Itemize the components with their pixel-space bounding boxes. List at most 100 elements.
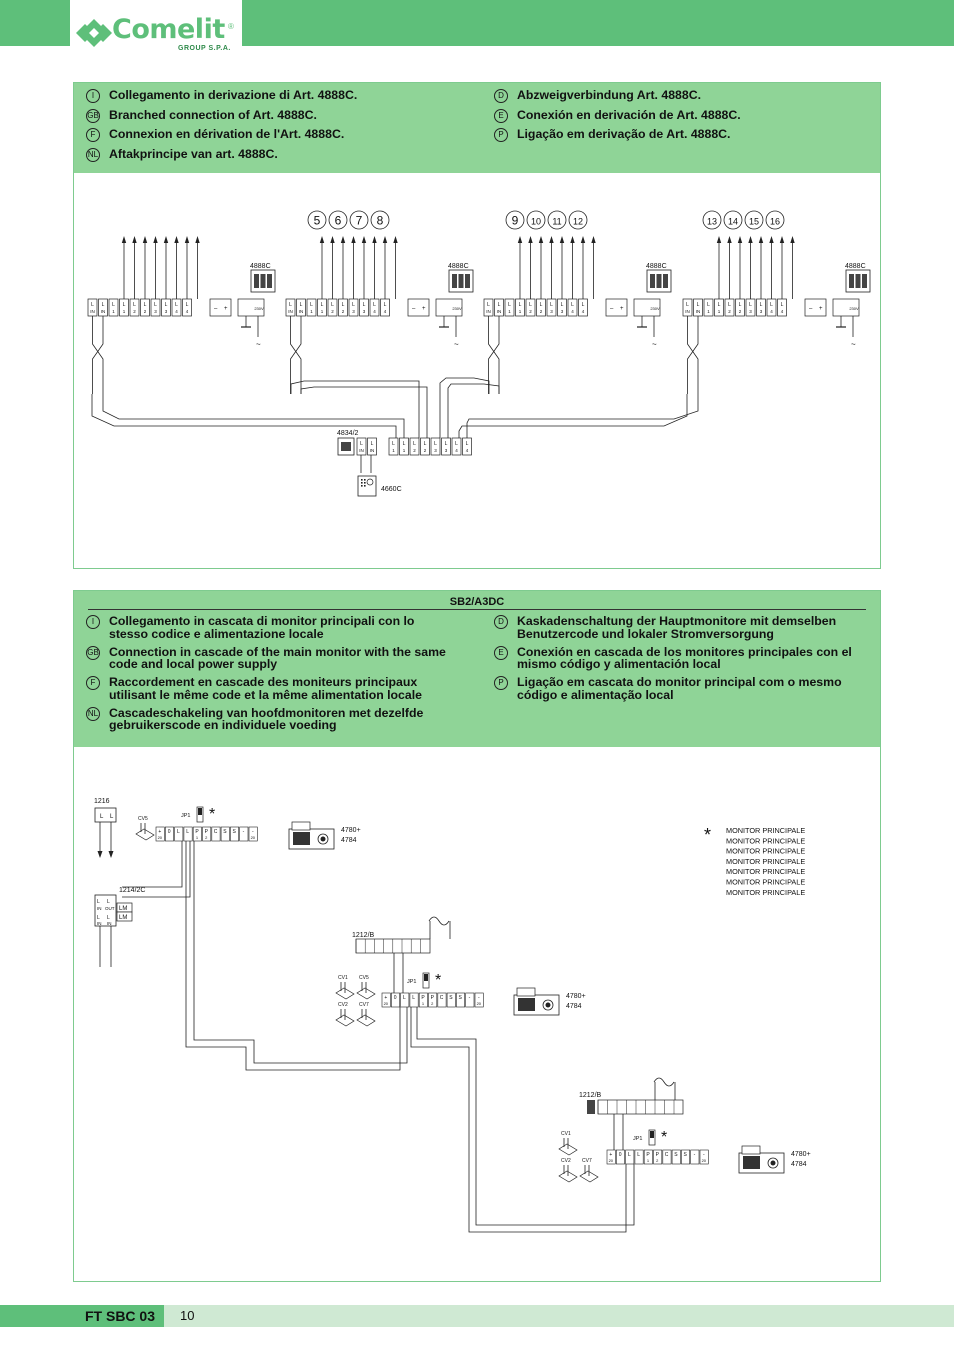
term-label: L [107, 915, 110, 921]
unit3-terminal-cell [615, 1149, 625, 1165]
device-1212-connector [587, 1100, 595, 1114]
language-badge: F [86, 676, 100, 690]
terminal-bottom-label: IN [696, 309, 701, 314]
group-number: 11 [552, 217, 561, 227]
terminal-bottom-label: 1 [707, 309, 710, 314]
unit1-terminal-cell [211, 826, 221, 842]
language-text: Branched connection of Art. 4888C. [109, 107, 317, 122]
terminal-top-label: L [728, 302, 731, 308]
term-label: IN [97, 921, 102, 926]
terminal-bottom-label: 4 [781, 309, 784, 314]
arrow-head [758, 236, 764, 243]
unit2-terminal-label: L [403, 995, 406, 1001]
legend-item: MONITOR PRINCIPALE [726, 836, 805, 845]
language-text: Conexión en derivación de Art. 4888C. [517, 107, 741, 122]
ac-symbol-icon [653, 1077, 675, 1087]
brand-registered-mark: ® [228, 22, 234, 31]
unit1-terminal-cell [220, 826, 230, 842]
language-badge: E [494, 645, 508, 660]
bus-wire [466, 394, 699, 438]
keypad-dot [364, 485, 366, 487]
terminal-bottom-label: 4 [582, 309, 585, 314]
unit3-terminal-label: C [665, 1152, 669, 1158]
device-1212-icon [597, 1099, 684, 1115]
bus-wire [458, 394, 688, 438]
terminal-bottom-label: 2 [133, 309, 136, 314]
monitor-screen [743, 1156, 760, 1169]
terminal-plus: + [819, 306, 823, 312]
cv-label: CV7 [359, 1002, 369, 1008]
terminal-top-label: L [321, 302, 324, 308]
language-badge: D [494, 89, 508, 103]
group-number: 16 [770, 217, 780, 227]
unit3-terminal-label: - [694, 1152, 696, 1158]
distributor-screen [341, 442, 351, 451]
device-module [452, 274, 457, 288]
language-text: Cascadeschakeling van hoofdmonitoren met… [109, 705, 424, 732]
in-wire [687, 316, 699, 394]
terminal-minus: – [610, 306, 614, 312]
unit2-terminal-sublabel: 20 [384, 1001, 389, 1006]
footer-bar [0, 1305, 954, 1327]
language-badge: GB [86, 645, 100, 660]
terminal-top-label: L [363, 302, 366, 308]
terminal-plus: + [224, 306, 228, 312]
terminal-bottom-label: 4 [175, 309, 178, 314]
terminal-top-label: L [749, 302, 752, 308]
distributor-term-bottom: 1 [403, 448, 406, 453]
mains-label: 230V [650, 306, 660, 311]
legend-item: MONITOR PRINCIPALE [726, 847, 805, 856]
arrow-head [195, 236, 200, 243]
terminal-bottom-label: 2 [739, 309, 742, 314]
arrow-head [580, 236, 586, 243]
entry-panel-label: 4660C [381, 486, 402, 493]
unit3-terminal-cell [653, 1149, 663, 1165]
entry-panel-camera-icon [366, 478, 374, 486]
in-wire [488, 316, 500, 394]
device-module [855, 274, 861, 288]
legend-item: MONITOR PRINCIPALE [726, 888, 805, 897]
language-badge: D [494, 615, 508, 629]
cascade-wire [416, 1007, 635, 1226]
unit3-terminal-label: S [674, 1152, 678, 1158]
term-label: L [97, 899, 100, 905]
group-number: 14 [728, 217, 738, 227]
arrow-head [330, 236, 335, 243]
unit1-terminal-label: 0 [168, 829, 171, 835]
distributor-term-top: L [434, 441, 437, 447]
arrow-head [549, 236, 554, 243]
label-1216: 1216 [94, 798, 110, 805]
unit2-terminal-cell [428, 992, 438, 1008]
unit3-terminal-cell [671, 1149, 681, 1165]
jp1-cap [424, 974, 428, 981]
device-module [465, 274, 470, 288]
distributor-terminal [420, 437, 430, 456]
power-terminal [209, 298, 232, 317]
cascade-wire [185, 841, 401, 1071]
terminal-bottom-label: 3 [749, 309, 752, 314]
unit2-terminal-cell [474, 992, 484, 1008]
terminal-top-label: L [352, 302, 355, 308]
arrow-head [517, 236, 523, 243]
device-module [656, 274, 662, 288]
language-text: Kaskadenschaltung der Hauptmonitore mit … [517, 614, 837, 641]
arrow-head [108, 851, 114, 858]
group-number-circle [505, 210, 525, 230]
cv-label: CV2 [561, 1158, 571, 1164]
terminal-top-label: L [718, 302, 721, 308]
terminal-top-label: L [781, 302, 784, 308]
language-badge: P [494, 676, 508, 690]
main-monitor-star: * [435, 972, 441, 989]
distributor-term-bottom: 3 [445, 448, 448, 453]
terminal-top-label: L [342, 302, 345, 308]
language-badge: E [494, 108, 508, 123]
cv-label: CV1 [561, 1131, 571, 1137]
terminal-top-label: L [289, 302, 292, 308]
unit1-terminal-sublabel: 20 [158, 835, 163, 840]
terminal-bottom-label: IN [497, 309, 502, 314]
unit2-terminal-sublabel: 20 [477, 1001, 482, 1006]
terminal-bottom-label: 3 [352, 309, 355, 314]
section2-divider [88, 609, 866, 610]
arrow-head [174, 236, 179, 243]
